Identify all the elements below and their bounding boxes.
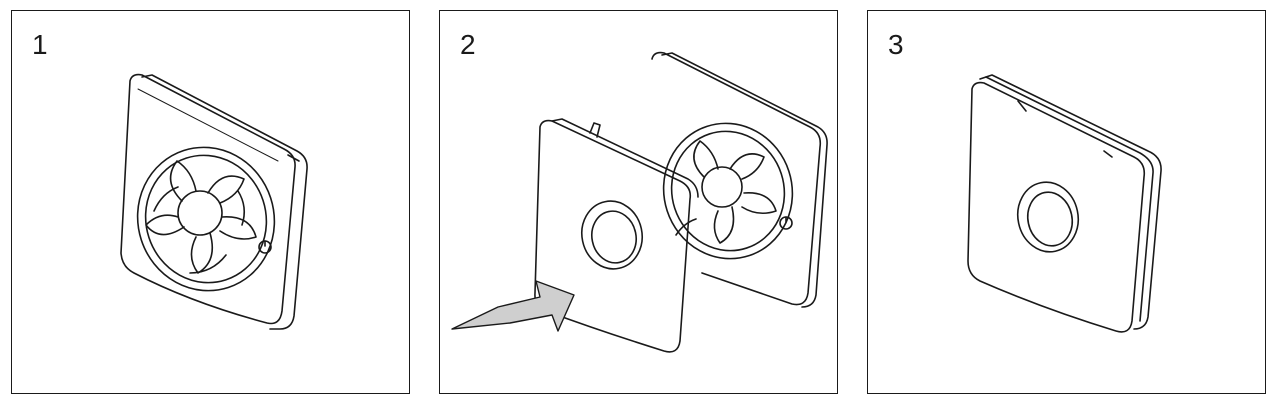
step-panel-3: 3 bbox=[867, 10, 1266, 394]
step-number: 3 bbox=[888, 29, 904, 60]
push-arrow-icon bbox=[452, 281, 574, 331]
step-number: 1 bbox=[32, 29, 48, 60]
cover-installed-illustration bbox=[868, 11, 1264, 392]
step-panel-1: 1 bbox=[11, 10, 410, 394]
step-number: 2 bbox=[460, 29, 476, 60]
fan-assembled-illustration bbox=[12, 11, 408, 392]
cover-attach-illustration bbox=[440, 11, 836, 392]
step-panel-2: 2 bbox=[439, 10, 838, 394]
